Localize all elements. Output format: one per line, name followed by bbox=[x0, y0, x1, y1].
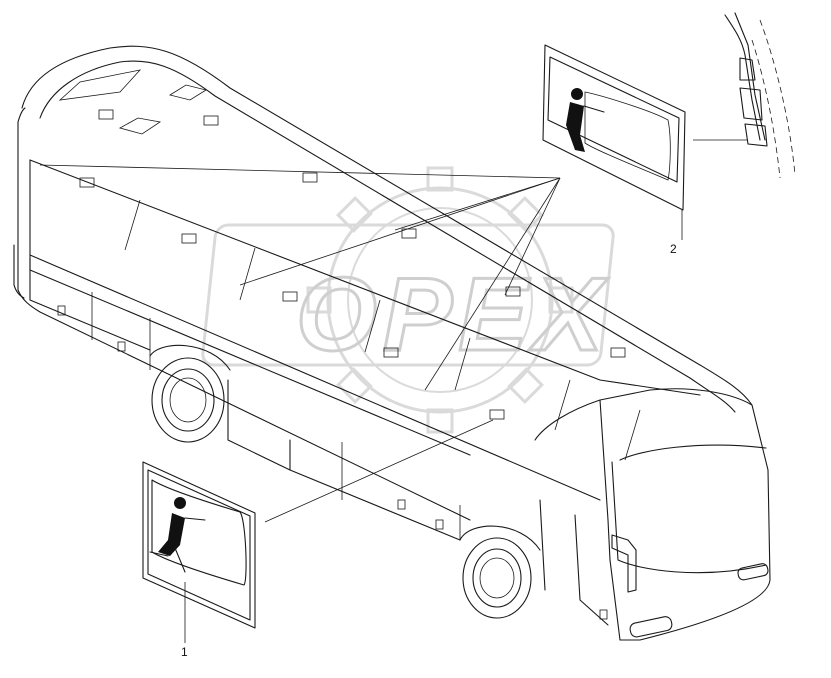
callout-2-sign: 2 bbox=[542, 44, 686, 256]
callout-1-sign: 1 bbox=[142, 461, 256, 659]
emergency-hammer-icon bbox=[693, 12, 796, 179]
bus-illustration bbox=[13, 45, 771, 641]
callout-1-label: 1 bbox=[181, 645, 188, 659]
opex-watermark: OPEX bbox=[201, 166, 615, 434]
leader-lines bbox=[39, 164, 561, 523]
callout-2-label: 2 bbox=[670, 242, 677, 256]
emergency-exit-hammer-sign-icon bbox=[566, 88, 671, 181]
rear-wheel bbox=[149, 344, 231, 443]
gear-icon bbox=[306, 166, 574, 434]
front-wheel bbox=[459, 525, 541, 619]
emergency-exit-hammer-sign-icon bbox=[149, 479, 247, 586]
watermark-text: OPEX bbox=[296, 257, 609, 373]
sticker-markers bbox=[57, 109, 626, 620]
